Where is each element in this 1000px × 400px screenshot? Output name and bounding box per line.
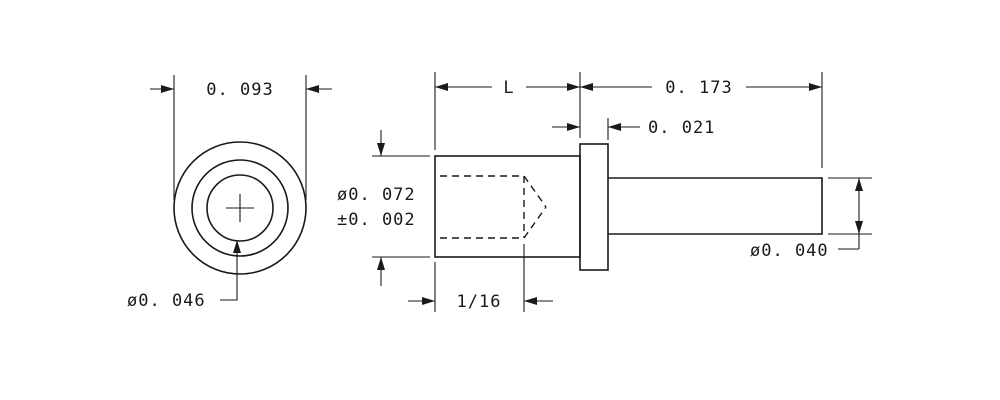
- outer-circle: [173, 141, 307, 275]
- flange-outline: [579, 143, 609, 271]
- dimension-body-diameter: ø0. 072: [337, 185, 416, 205]
- arrowhead: [567, 83, 580, 91]
- dimension-pin-diameter: ø0. 040: [750, 241, 829, 261]
- dimension-bore-depth: 1/16: [457, 292, 502, 312]
- dimension-pin-length: 0. 173: [665, 78, 732, 98]
- arrowhead: [422, 297, 435, 305]
- dimension-flange-thickness: 0. 021: [648, 118, 715, 138]
- side-view: L 0. 173 0. 021 ø0. 072 ±0. 002 1/16: [337, 72, 872, 312]
- arrowhead: [377, 257, 385, 270]
- dimension-outer-diameter: 0. 093: [206, 80, 273, 100]
- arrowhead: [608, 123, 621, 131]
- arrowhead: [567, 123, 580, 131]
- dimension-bore-diameter: ø0. 046: [127, 291, 206, 311]
- arrowhead: [855, 178, 863, 191]
- hidden-drill-point-bottom: [523, 206, 547, 239]
- bore-circle: [206, 174, 274, 242]
- arrowhead: [306, 85, 319, 93]
- arrowhead: [855, 221, 863, 234]
- arrowhead: [161, 85, 174, 93]
- arrowhead: [580, 83, 593, 91]
- arrowhead: [524, 297, 537, 305]
- pin-outline: [608, 177, 823, 235]
- hidden-drill-point-top: [523, 175, 547, 208]
- dimension-body-tolerance: ±0. 002: [337, 210, 416, 230]
- arrowhead: [809, 83, 822, 91]
- arrowhead: [435, 83, 448, 91]
- arrowhead: [233, 240, 241, 253]
- end-view: 0. 093 ø0. 046: [127, 75, 332, 311]
- body-outline: [434, 155, 581, 258]
- middle-circle: [191, 159, 289, 257]
- arrowhead: [377, 143, 385, 156]
- bore-leader: [220, 246, 238, 301]
- dimension-length: L: [503, 78, 514, 98]
